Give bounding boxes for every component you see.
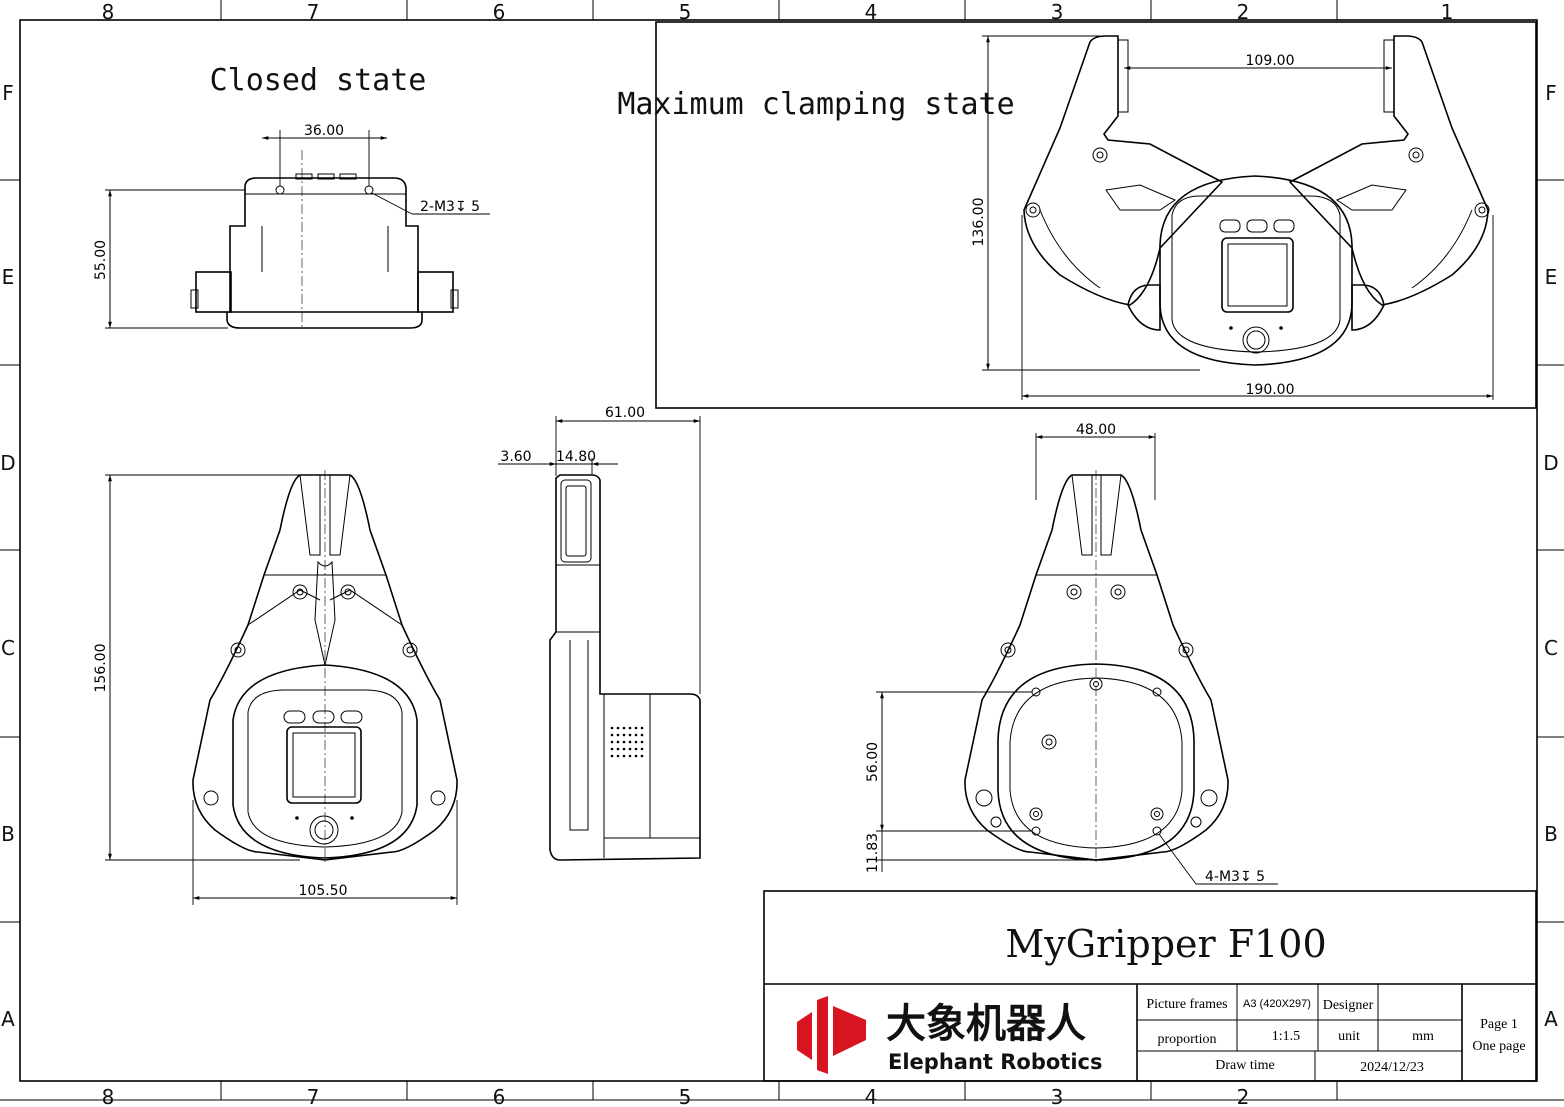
zone-label: 6 (493, 0, 506, 24)
zone-label: D (0, 451, 15, 475)
zone-label: B (1544, 822, 1558, 846)
draw-time-label: Draw time (1215, 1058, 1274, 1073)
zone-label: F (1545, 81, 1557, 105)
dimension-label: 14.80 (556, 449, 596, 465)
view-title: Closed state (210, 63, 427, 98)
proportion-label: proportion (1157, 1032, 1216, 1047)
zone-label: A (1, 1007, 15, 1031)
elephant-robotics-logo: 大象机器人 Elephant Robotics (797, 996, 1102, 1074)
logo-en-text: Elephant Robotics (888, 1050, 1102, 1074)
zone-label: 3 (1051, 0, 1064, 24)
zone-label: A (1544, 1007, 1558, 1031)
dimension-label: 109.00 (1246, 53, 1295, 69)
hole-callout: 4-M3↧ 5 (1205, 869, 1265, 885)
max-clamp-view: Maximum clamping state 109.00 (617, 21, 1537, 409)
dimension-label: 3.60 (500, 449, 531, 465)
unit-value: mm (1412, 1029, 1434, 1044)
zone-label: D (1543, 451, 1558, 475)
dimension-label: 36.00 (304, 123, 344, 139)
zone-label: 7 (307, 1085, 320, 1107)
proportion-value: 1:1.5 (1272, 1029, 1300, 1044)
zone-label: 3 (1051, 1085, 1064, 1107)
zone-label: 7 (307, 0, 320, 24)
dimension-label: 55.00 (93, 240, 109, 280)
view-title: Maximum clamping state (617, 87, 1014, 122)
zone-label: 5 (679, 0, 692, 24)
zone-label: F (2, 81, 14, 105)
zone-label: C (1544, 636, 1558, 660)
page-count: One page (1472, 1039, 1525, 1054)
dimension-label: 56.00 (865, 742, 881, 782)
dimension-label: 11.83 (865, 833, 881, 873)
zone-label: 5 (679, 1085, 692, 1107)
zone-label: E (2, 265, 15, 289)
vent-grid (610, 726, 644, 758)
dimension-label: 105.50 (299, 883, 348, 899)
logo-cn-text: 大象机器人 (886, 1001, 1086, 1047)
closed-state-view: Closed state 36.00 55.00 2-M3↧ 5 (93, 63, 490, 330)
dimension-label: 48.00 (1076, 422, 1116, 438)
draw-time-value: 2024/12/23 (1360, 1060, 1424, 1075)
zone-label: C (1, 636, 15, 660)
zone-label: 8 (102, 0, 115, 24)
front-view: 156.00 105.50 (93, 470, 458, 905)
hole-callout: 2-M3↧ 5 (420, 199, 480, 215)
zone-label: E (1545, 265, 1558, 289)
zone-label: 8 (102, 1085, 115, 1107)
designer-label: Designer (1323, 998, 1374, 1013)
title-block: MyGripper F100 大象机器人 Elephant Robotics P… (763, 890, 1537, 1082)
zone-label: 2 (1237, 1085, 1250, 1107)
product-name: MyGripper F100 (1005, 922, 1326, 966)
dimension-label: 190.00 (1246, 382, 1295, 398)
side-view: 61.00 3.60 14.80 (498, 405, 701, 861)
unit-label: unit (1338, 1029, 1360, 1044)
picture-frames-value: A3 (420X297) (1243, 998, 1311, 1010)
zone-label: 4 (865, 1085, 878, 1107)
zone-label: 4 (865, 0, 878, 24)
zone-label: 6 (493, 1085, 506, 1107)
dimension-label: 61.00 (605, 405, 645, 421)
zone-label: 1 (1441, 0, 1454, 24)
zone-label: B (1, 822, 15, 846)
dimension-label: 156.00 (93, 644, 109, 693)
dimension-label: 136.00 (971, 198, 987, 247)
zone-label: 2 (1237, 0, 1250, 24)
picture-frames-label: Picture frames (1146, 997, 1227, 1012)
page-label: Page 1 (1480, 1017, 1518, 1032)
back-view: 48.00 56.00 11.83 4-M3↧ 5 (865, 422, 1278, 885)
